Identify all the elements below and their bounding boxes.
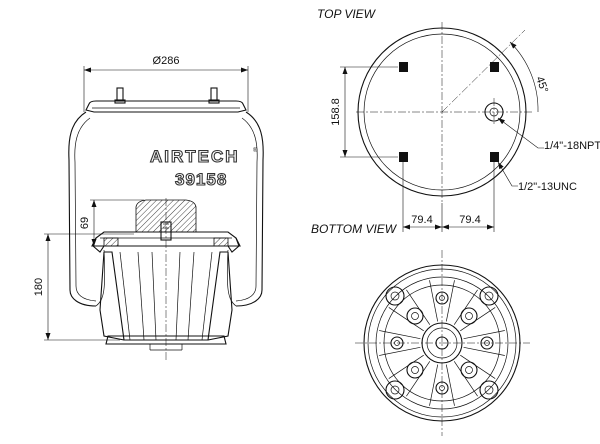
- piston-ribs: [379, 280, 505, 406]
- offset-dimensions: [402, 162, 495, 232]
- bellows-inner: [74, 117, 258, 302]
- rib-line: [463, 330, 505, 340]
- registered-mark: ®: [253, 147, 258, 154]
- offset-left-label: 79.4: [411, 214, 432, 226]
- offset-right-label: 79.4: [459, 214, 480, 226]
- outer-lugs: [385, 286, 499, 400]
- rib-line: [406, 361, 431, 397]
- rib-line: [453, 361, 478, 397]
- brand-logo: AIRTECH: [150, 147, 240, 166]
- rib-line: [379, 346, 421, 356]
- piston-height-label: 69: [79, 217, 91, 229]
- bottom-outer-ring: [363, 264, 521, 422]
- stud-leader: [497, 161, 518, 187]
- top-view-title: TOP VIEW: [317, 7, 377, 21]
- port-thread-callout: 1/4"-18NPT: [544, 140, 600, 152]
- side-view: Ø286 180 69 AIRTECH ® 39158: [33, 55, 264, 360]
- piston-body: [104, 251, 228, 341]
- rib-line: [429, 364, 439, 406]
- top-bead-plate: [85, 100, 247, 113]
- center-hub-outer: [421, 322, 463, 364]
- bolt-spacing-dimension: [340, 66, 398, 158]
- mounting-studs: [114, 87, 220, 104]
- rib-line: [429, 280, 439, 322]
- diameter-dimension: [83, 66, 249, 112]
- height-label: 180: [33, 278, 45, 296]
- rib-line: [445, 280, 455, 322]
- bolt-spacing-label: 158.8: [330, 98, 342, 126]
- stud-thread-callout: 1/2"-13UNC: [518, 181, 577, 193]
- rib-line: [463, 346, 505, 356]
- rib-line: [460, 307, 496, 332]
- rib-line: [453, 289, 478, 325]
- rib-line: [406, 289, 431, 325]
- piston-height-dimension: [90, 199, 144, 246]
- top-view: TOP VIEW 45° 158.8: [317, 7, 600, 232]
- diameter-label: Ø286: [153, 55, 180, 67]
- stud-holes: [399, 62, 499, 162]
- model-number: 39158: [175, 170, 227, 189]
- rib-line: [388, 307, 424, 332]
- height-dimension: [44, 233, 134, 341]
- center-hub-inner: [435, 336, 449, 350]
- piston-cap-section: [135, 199, 197, 233]
- rib-line: [379, 330, 421, 340]
- rib-line: [445, 364, 455, 406]
- bottom-view-title: BOTTOM VIEW: [311, 222, 398, 236]
- rib-line: [388, 354, 424, 379]
- angle-label: 45°: [533, 75, 550, 95]
- bolt-bosses: [390, 291, 494, 395]
- top-plate-outer: [357, 27, 527, 197]
- bellows-outer: [68, 111, 264, 307]
- rib-line: [460, 354, 496, 379]
- bottom-view: BOTTOM VIEW: [311, 222, 530, 436]
- top-plate-inner: [363, 33, 521, 191]
- port-leader: [497, 117, 544, 149]
